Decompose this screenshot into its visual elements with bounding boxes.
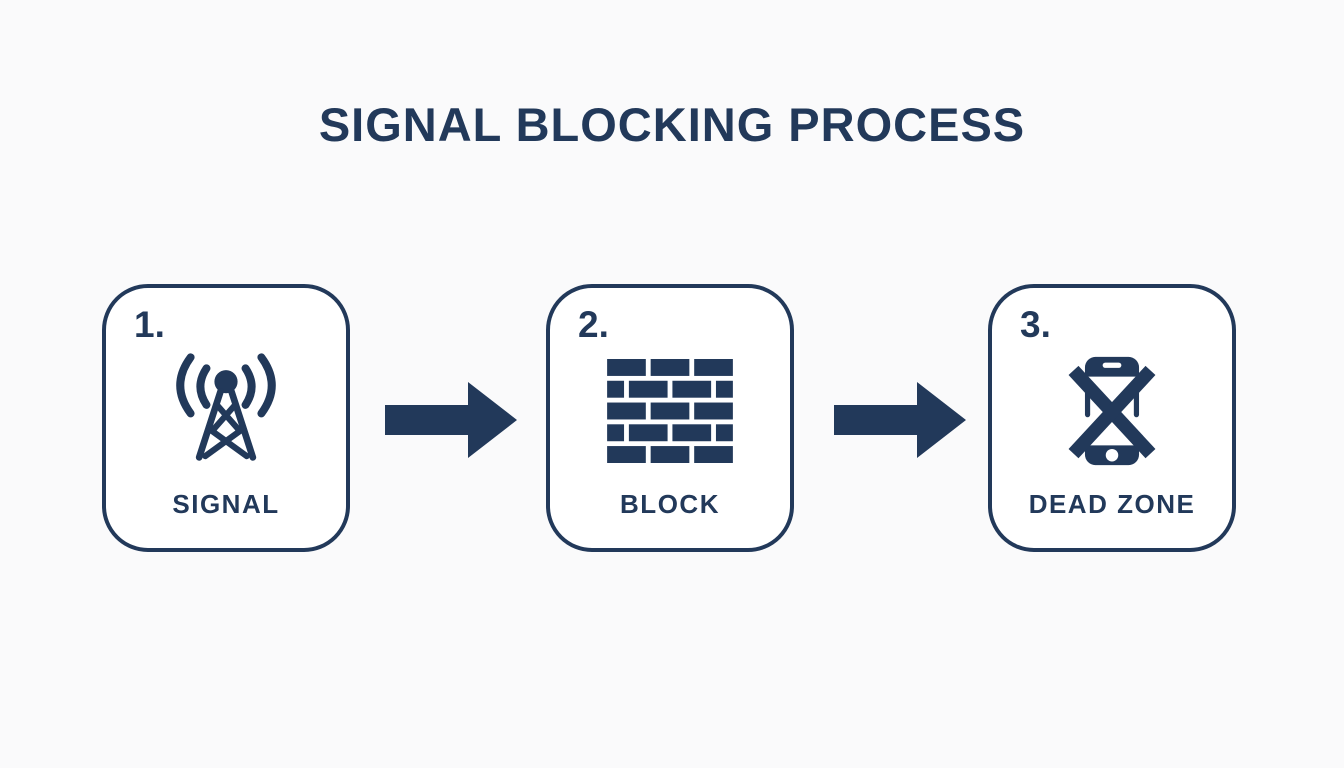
brick-wall-icon [550,338,790,483]
step-card-dead-zone: 3. DEAD ZONE [988,284,1236,552]
blocked-phone-icon [992,338,1232,483]
arrow-right-icon [834,382,966,458]
step-card-signal: 1. SIGNAL [102,284,350,552]
radio-tower-icon [106,338,346,483]
step-card-block: 2. BLOCK [546,284,794,552]
page-title: SIGNAL BLOCKING PROCESS [318,98,1026,151]
arrow-right-icon [385,382,517,458]
step-number: 2. [578,304,609,345]
step-number: 1. [134,304,165,345]
step-label: DEAD ZONE [1028,489,1196,519]
step-number: 3. [1020,304,1051,345]
step-label: SIGNAL [172,489,280,519]
step-label: BLOCK [620,489,720,519]
